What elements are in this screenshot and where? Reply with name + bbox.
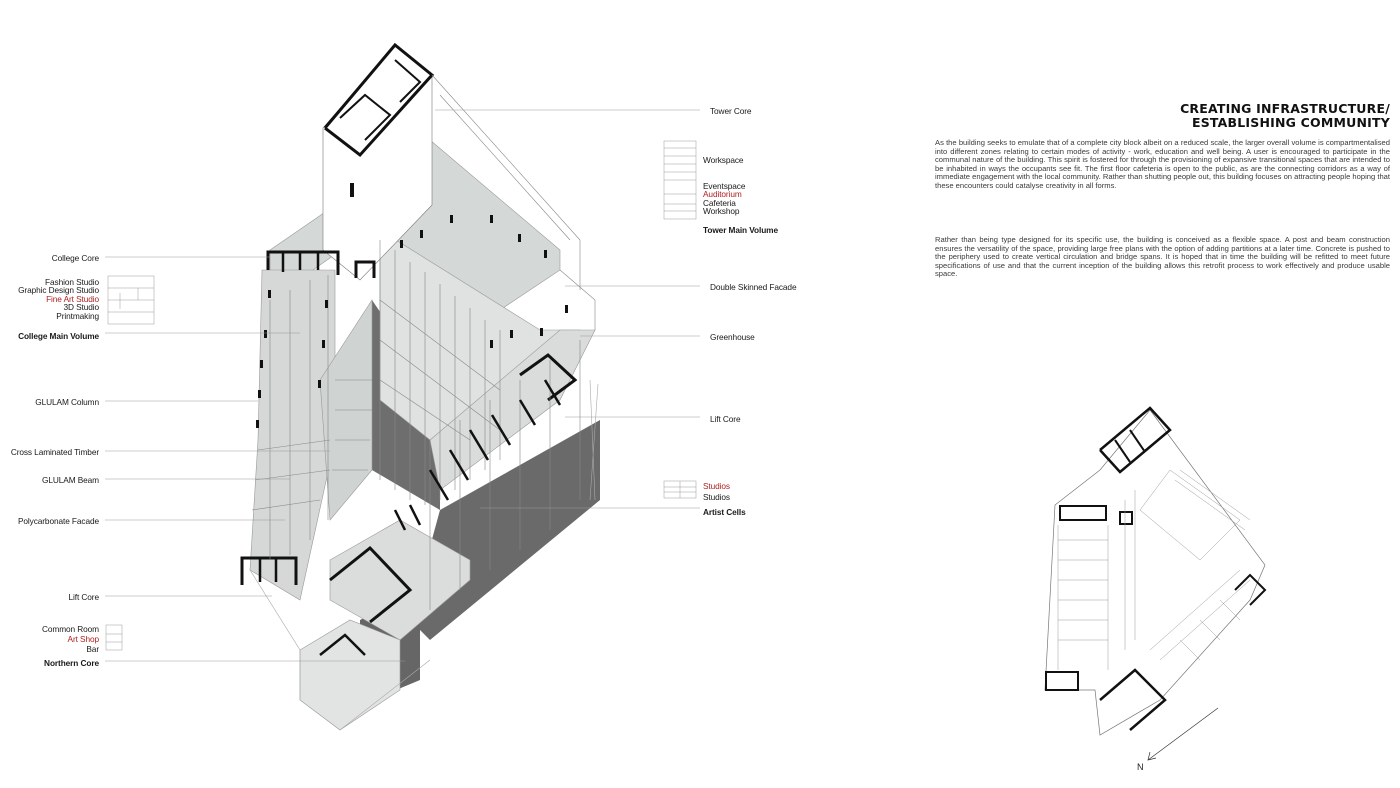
title-line-2: ESTABLISHING COMMUNITY (1191, 115, 1390, 130)
plan-core (1099, 668, 1167, 731)
tower-core-walls (394, 59, 422, 103)
artist-room-list: Studios Studios (703, 481, 730, 502)
tower-core-walls (339, 93, 392, 141)
facade-grid (251, 74, 596, 610)
room-art-shop: Art Shop (67, 634, 100, 644)
label-lift-core-left: Lift Core (68, 592, 100, 602)
room-fashion-studio: Fashion Studio (45, 277, 99, 287)
room-eventspace: Eventspace (703, 181, 746, 191)
lift-core-walls (240, 556, 298, 585)
lower-core-walls (329, 545, 413, 624)
title-line-1: CREATING INFRASTRUCTURE/ (1180, 101, 1390, 116)
plan-core (1119, 511, 1133, 525)
label-double-skinned-facade: Double Skinned Facade (710, 282, 797, 292)
label-greenhouse: Greenhouse (710, 332, 755, 342)
plan-core (1234, 573, 1267, 606)
label-polycarbonate-facade: Polycarbonate Facade (17, 516, 99, 526)
college-core-walls (281, 252, 320, 272)
label-artist-cells: Artist Cells (703, 507, 746, 517)
plan-core (1059, 505, 1107, 521)
room-bar: Bar (86, 644, 99, 654)
plan-core (1099, 406, 1172, 474)
paragraph-1: As the building seeks to emulate that of… (935, 138, 1390, 190)
room-fine-art-studio: Fine Art Studio (46, 293, 99, 304)
tower-room-list: Eventspace Auditorium Cafeteria Workshop (703, 182, 745, 216)
room-printmaking: Printmaking (56, 310, 99, 321)
room-workshop: Workshop (703, 206, 740, 217)
room-common-room: Common Room (42, 624, 99, 634)
college-core-walls (266, 250, 340, 275)
north-arrow (1147, 707, 1219, 761)
lift-core-walls (519, 353, 578, 402)
college-room-list: Fashion Studio Graphic Design Studio Fin… (18, 278, 99, 320)
label-glulam-column: GLULAM Column (35, 397, 99, 407)
college-core-walls (354, 260, 376, 278)
label-college-main-volume: College Main Volume (18, 331, 99, 341)
label-lift-core-right: Lift Core (710, 414, 741, 424)
room-studios: Studios (703, 491, 730, 502)
paragraph-2: Rather than being type designed for its … (935, 235, 1390, 279)
outline (249, 379, 599, 731)
label-glulam-beam: GLULAM Beam (42, 475, 99, 485)
glulam-columns (256, 215, 568, 428)
northern-room-list: Common Room Art Shop Bar (42, 624, 99, 654)
college-slab (249, 269, 336, 601)
partition-walls (393, 379, 562, 531)
room-workspace: Workspace (703, 155, 744, 165)
plan-grid (1057, 469, 1251, 670)
north-arrow (1147, 751, 1157, 761)
label-college-core: College Core (51, 253, 99, 263)
label-northern-core: Northern Core (44, 658, 99, 668)
lift-core-walls (258, 558, 278, 582)
tower-window (350, 183, 354, 197)
plan-core (1045, 671, 1079, 691)
plan-core (1114, 429, 1146, 463)
label-tower-core: Tower Core (710, 106, 752, 116)
room-3d-studio: 3D Studio (63, 302, 99, 313)
room-studios-highlight: Studios (703, 481, 730, 491)
room-auditorium: Auditorium (703, 189, 742, 200)
page-title: CREATING INFRASTRUCTURE/ ESTABLISHING CO… (1180, 102, 1390, 130)
north-label: N (1137, 762, 1144, 772)
northern-core-walls (319, 633, 366, 656)
room-cafeteria: Cafeteria (703, 197, 736, 208)
label-tower-main-volume: Tower Main Volume (703, 225, 778, 235)
room-graphic-design-studio: Graphic Design Studio (18, 285, 99, 296)
label-clt: Cross Laminated Timber (10, 447, 99, 457)
